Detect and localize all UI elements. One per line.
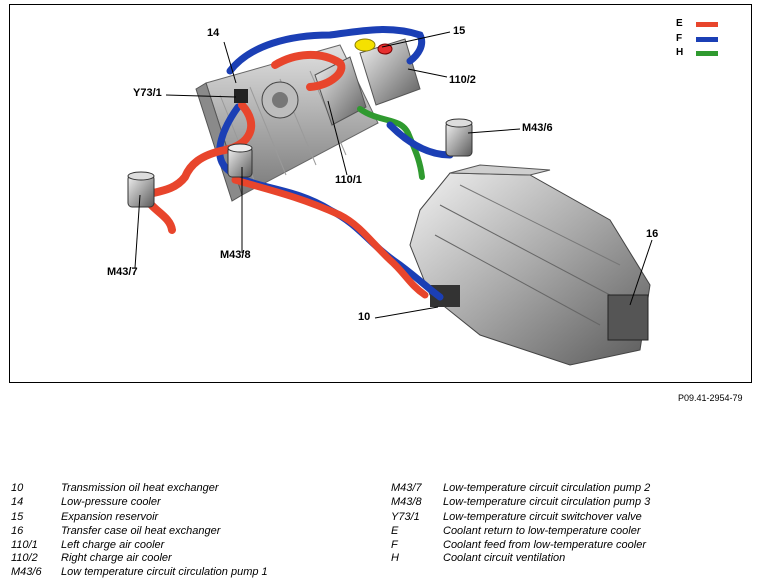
pump-m43-7: [127, 171, 155, 208]
key-code: 16: [11, 525, 24, 537]
key-desc: Low-pressure cooler: [61, 496, 161, 508]
key-desc: Low-temperature circuit circulation pump…: [443, 482, 651, 494]
legend-swatch-f: [696, 37, 718, 42]
key-code: 14: [11, 496, 24, 508]
key-code: 10: [11, 482, 24, 494]
key-code: 110/1: [11, 539, 38, 551]
hose-ventilation: [357, 106, 425, 180]
key-code: 110/2: [11, 552, 38, 564]
key-desc: Transmission oil heat exchanger: [61, 482, 219, 494]
key-code: M43/6: [11, 566, 42, 578]
callout-14: 14: [207, 27, 220, 39]
key-code: H: [391, 552, 399, 564]
pump-m43-8: [227, 143, 253, 178]
diagram-frame: 14 15 110/2 Y73/1 M43/6 110/1 16 M43/8 M…: [9, 4, 752, 383]
key-desc: Coolant feed from low-temperature cooler: [443, 539, 646, 551]
key-code: F: [391, 539, 398, 551]
key-desc: Right charge air cooler: [61, 552, 172, 564]
callout-16: 16: [646, 228, 659, 240]
key-desc: Coolant circuit ventilation: [443, 552, 566, 564]
valve-y73-1: [234, 89, 248, 103]
key-code: Y73/1: [391, 511, 420, 523]
callout-m43-8: M43/8: [220, 249, 251, 261]
legend-swatch-h: [696, 51, 718, 56]
key-desc: Low-temperature circuit circulation pump…: [443, 496, 651, 508]
key-code: M43/7: [391, 482, 422, 494]
legend-key-f: F: [676, 33, 683, 44]
legend-key-h: H: [676, 47, 684, 58]
key-desc: Low temperature circuit circulation pump…: [61, 566, 268, 578]
key-desc: Low-temperature circuit switchover valve: [443, 511, 642, 523]
expansion-reservoir: [354, 38, 393, 55]
hose-feed-top: [226, 26, 426, 75]
charge-air-coolers: [261, 38, 421, 126]
key-code: E: [391, 525, 399, 537]
key-desc: Transfer case oil heat exchanger: [61, 525, 221, 537]
figure-reference: P09.41-2954-79: [678, 393, 743, 403]
key-desc: Expansion reservoir: [61, 511, 159, 523]
transmission: [409, 164, 651, 366]
key-code: M43/8: [391, 496, 422, 508]
key-desc: Left charge air cooler: [61, 539, 165, 551]
hose-return-top: [271, 50, 346, 91]
callout-10: 10: [358, 311, 371, 323]
hose-return-main: [231, 176, 429, 299]
callout-110-2: 110/2: [449, 74, 476, 86]
key-code: 15: [11, 511, 24, 523]
leader-lines: [134, 31, 653, 319]
pump-m43-6: [445, 118, 473, 157]
legend-swatch-e: [696, 22, 718, 27]
hose-feed-m436: [386, 121, 454, 159]
callout-y73-1: Y73/1: [133, 87, 162, 99]
callout-15: 15: [453, 25, 466, 37]
callout-m43-7: M43/7: [107, 266, 138, 278]
key-desc: Coolant return to low-temperature cooler: [443, 525, 641, 537]
callout-m43-6: M43/6: [522, 122, 553, 134]
callout-110-1: 110/1: [335, 174, 362, 186]
legend-key-e: E: [676, 18, 683, 29]
cooling-circuit-illustration: [127, 26, 653, 366]
